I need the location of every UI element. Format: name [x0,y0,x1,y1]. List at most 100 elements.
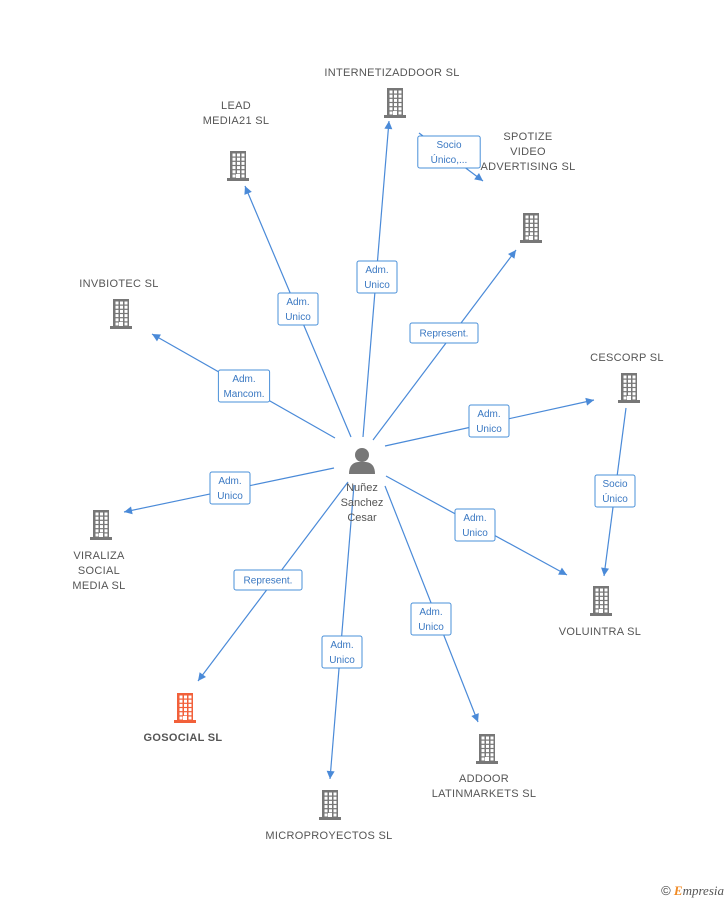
edge-label-text: Socio [602,479,627,490]
edge-label[interactable]: Adm.Unico [410,602,452,636]
node-label: VIDEO [510,146,546,158]
arrowhead-icon [601,567,610,576]
node-label: LATINMARKETS SL [432,788,537,800]
edge-label-text: Adm. [218,476,241,487]
copyright-icon: © [661,883,671,898]
building-icon [227,151,249,181]
edge-label-text: Adm. [330,640,353,651]
edge-label-text: Unico [364,280,390,291]
building-icon [476,734,498,764]
arrowhead-icon [585,397,594,406]
node-label: SPOTIZE [503,131,552,143]
company-node-voluintra[interactable]: VOLUINTRA SL [559,586,641,638]
node-label: LEAD [221,100,251,112]
edge-internetizaddoor-to-spotize: SocioÚnico,... [417,132,484,182]
edge-label[interactable]: Adm. Unico [277,292,319,326]
edge-label[interactable]: Adm. Unico [468,404,510,438]
edge-line [329,484,355,780]
building-icon [174,693,196,723]
edge-label[interactable]: Adm. Unico [454,508,496,542]
node-label: VOLUINTRA SL [559,626,641,638]
company-node-lead-media21[interactable]: LEAD MEDIA21 SL [203,100,270,181]
edge-center-to-cescorp: Adm. Unico [384,397,595,447]
brand-watermark: © Empresia [661,883,724,899]
brand-name: mpresia [682,883,724,898]
node-label: INVBIOTEC SL [79,278,158,290]
company-node-gosocial[interactable]: GOSOCIAL SL [144,693,223,744]
company-node-cescorp[interactable]: CESCORP SL [590,352,664,403]
arrowhead-icon [558,567,567,575]
edge-label[interactable]: Adm. Unico [209,471,251,505]
edge-label-text: Unico [329,655,355,666]
edge-label[interactable]: Adm. Unico [321,635,363,669]
node-label: ADVERTISING SL [480,161,575,173]
node-label: Cesar [347,512,377,524]
arrowhead-icon [471,713,479,722]
node-label: MEDIA SL [72,580,125,592]
edge-center-to-voluintra: Adm. Unico [385,475,568,576]
edge-label-box [594,474,636,508]
edge-label-box [356,260,398,294]
edge-label-text: Unico [476,424,502,435]
node-label: SOCIAL [78,565,120,577]
company-node-spotize[interactable]: SPOTIZE VIDEO ADVERTISING SL [480,131,575,243]
company-node-internetizaddoor[interactable]: INTERNETIZADDOOR SL [324,67,459,118]
edge-label-text: Adm. [463,513,486,524]
edge-label-box [277,292,319,326]
building-icon [90,510,112,540]
edge-center-to-spotize: Represent. [372,249,517,441]
edge-label-text: Adm. [477,409,500,420]
edge-label-text: Represent. [244,576,293,587]
node-label: INTERNETIZADDOOR SL [324,67,459,79]
building-icon [618,373,640,403]
edge-label-text: Socio [436,140,461,151]
building-icon [110,299,132,329]
arrowhead-icon [244,186,252,195]
edge-label[interactable]: Adm. Unico [356,260,398,294]
node-label: MEDIA21 SL [203,115,270,127]
edge-center-to-gosocial: Represent. [197,481,349,682]
brand-initial: E [673,883,683,898]
edge-label-text: Unico [217,491,243,502]
arrowhead-icon [152,334,161,342]
arrowhead-icon [384,121,393,130]
edge-label-box [468,404,510,438]
edge-label-text: Adm. [365,265,388,276]
edge-label-box [217,369,271,403]
edge-label-text: Unico [462,528,488,539]
edge-center-to-addoor: Adm.Unico [384,485,479,723]
node-label: Nuñez [346,482,378,494]
node-label: Sanchez [341,497,384,509]
edge-label[interactable]: Represent. [409,322,479,344]
edge-center-to-microproyectos: Adm. Unico [321,484,363,780]
edge-label-text: Adm. [286,297,309,308]
edge-label-text: Único [602,492,628,505]
company-node-invbiotec[interactable]: INVBIOTEC SL [79,278,158,329]
edge-label[interactable]: Adm.Mancom. [217,369,271,403]
person-icon [349,448,375,474]
node-label: MICROPROYECTOS SL [265,830,392,842]
edge-label-text: Mancom. [223,389,264,400]
edge-label-text: Único,... [431,153,468,166]
node-label: GOSOCIAL SL [144,732,223,744]
arrowhead-icon [326,770,335,779]
edge-label-box [409,322,479,344]
building-icon [384,88,406,118]
building-icon [590,586,612,616]
company-node-microproyectos[interactable]: MICROPROYECTOS SL [265,790,392,842]
edge-label[interactable]: SocioÚnico,... [417,135,481,169]
edge-label[interactable]: Represent. [233,569,303,591]
edge-label-box [417,135,481,169]
edge-label-text: Unico [418,622,444,633]
building-icon [319,790,341,820]
edge-center-to-invbiotec: Adm.Mancom. [151,333,336,439]
edge-label-text: Unico [285,312,311,323]
edge-center-to-internetizaddoor: Adm. Unico [356,120,398,438]
edge-label-box [454,508,496,542]
